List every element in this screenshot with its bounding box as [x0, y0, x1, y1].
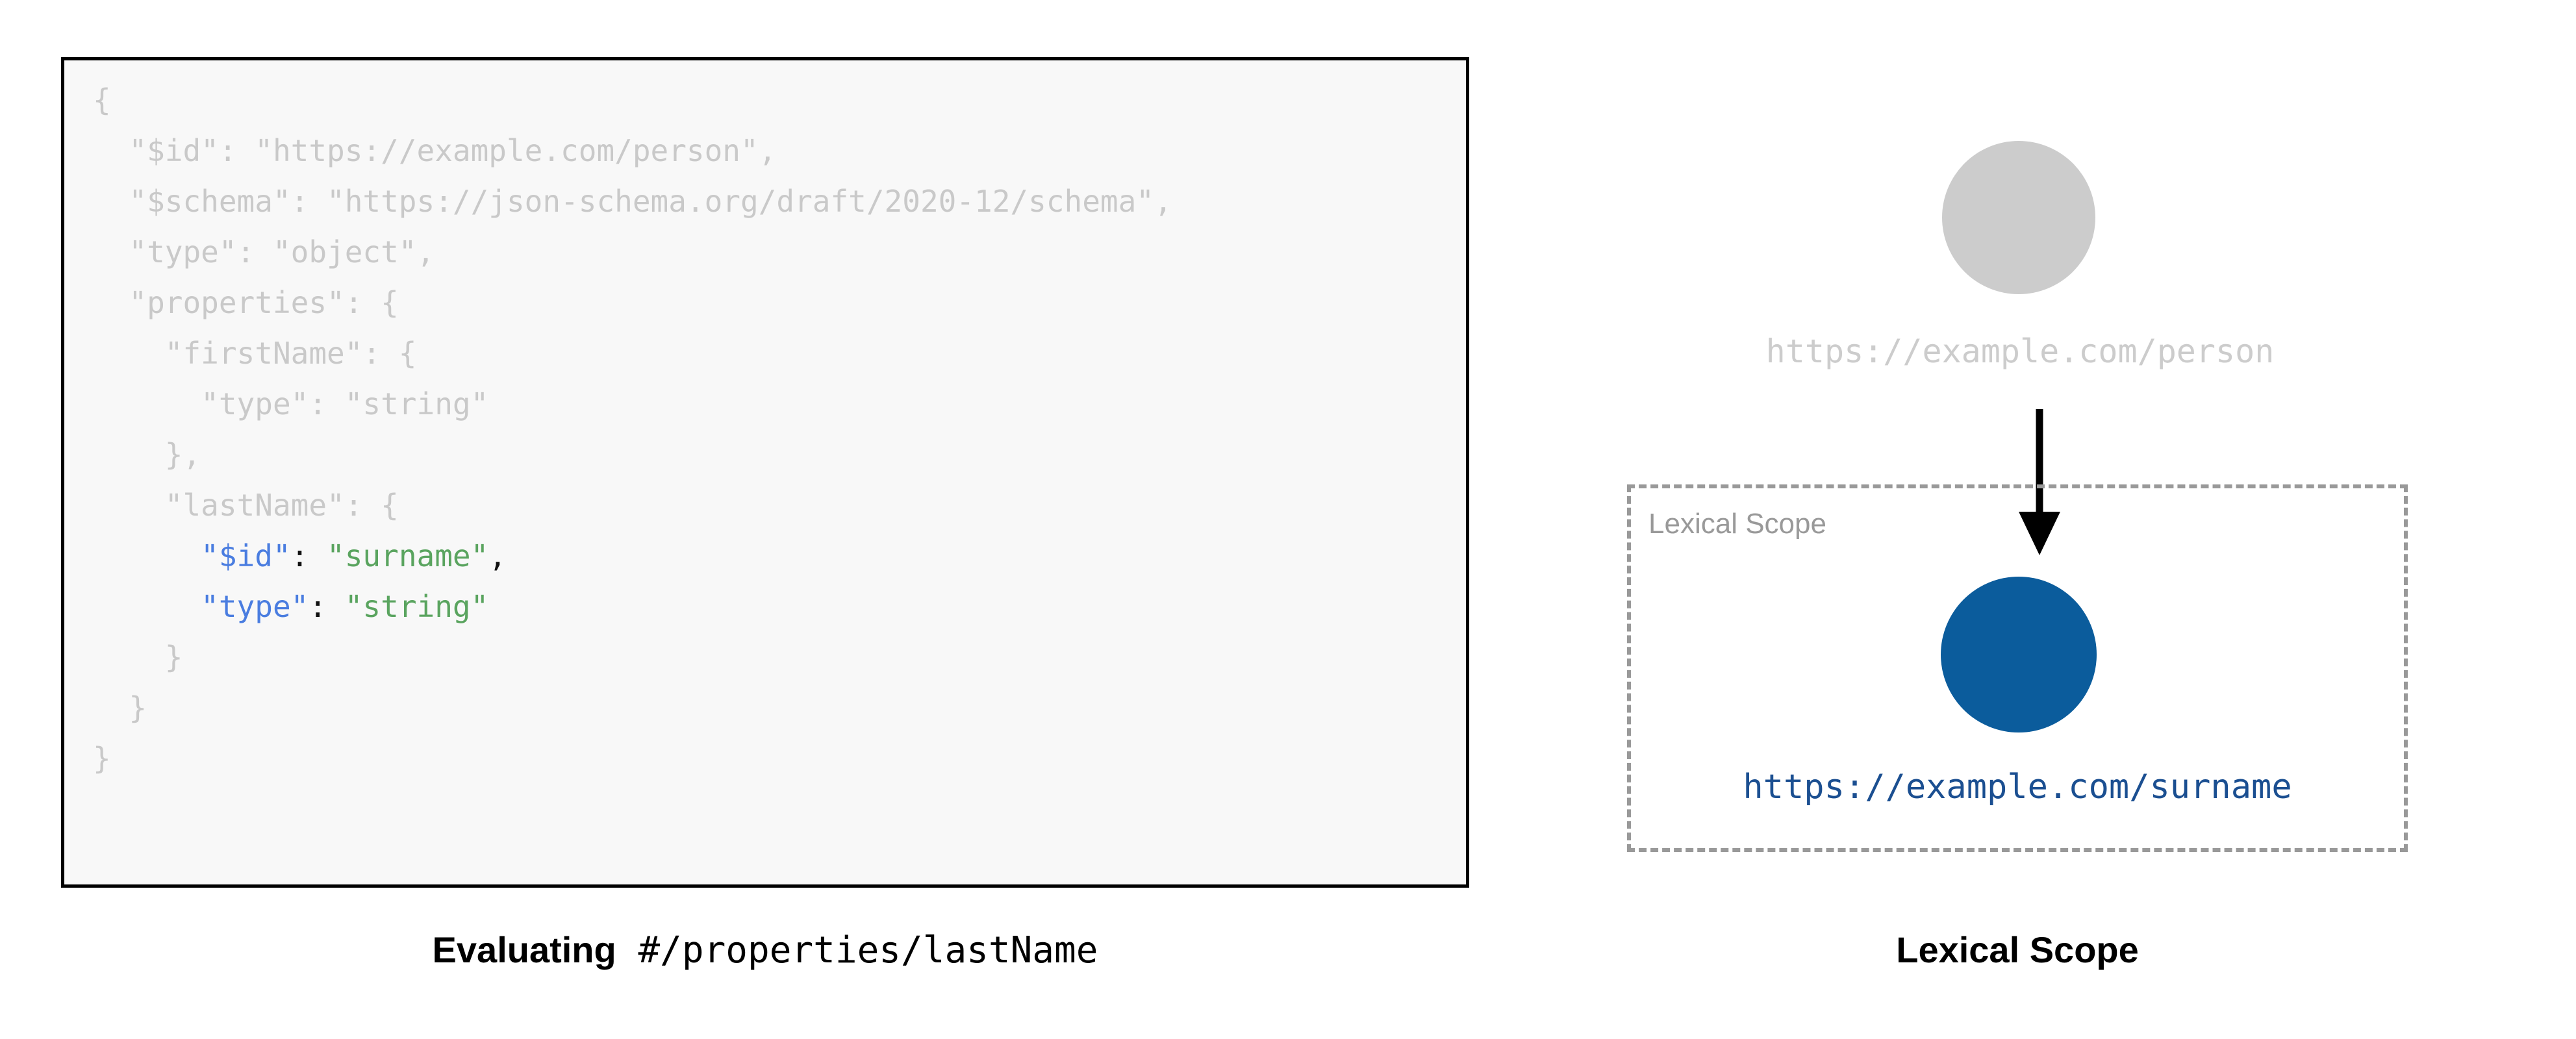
json-schema-code-listing: { "$id": "https://example.com/person", "… — [93, 75, 1172, 784]
code-indent — [93, 538, 201, 573]
code-text-dimmed: "firstName": { — [93, 336, 417, 371]
code-line: } — [93, 682, 1172, 733]
code-line: "$id": "https://example.com/person", — [93, 125, 1172, 176]
json-schema-code-box: { "$id": "https://example.com/person", "… — [61, 57, 1469, 888]
code-text-dimmed: "$id": "https://example.com/person", — [93, 133, 777, 168]
code-text-dimmed: } — [93, 640, 183, 675]
code-line: "$schema": "https://json-schema.org/draf… — [93, 176, 1172, 227]
outer-schema-node-label: https://example.com/person — [1765, 332, 2275, 370]
lexical-scope-box-title: Lexical Scope — [1648, 508, 1826, 540]
code-value: "surname" — [327, 538, 489, 573]
code-text-dimmed: "$schema": "https://json-schema.org/draf… — [93, 184, 1172, 219]
code-line: "type": "string" — [93, 581, 1172, 632]
code-line: "properties": { — [93, 277, 1172, 328]
left-caption-mono: #/properties/lastName — [638, 929, 1098, 971]
code-example-panel: { "$id": "https://example.com/person", "… — [61, 57, 1469, 971]
code-separator: : — [290, 538, 327, 573]
downward-arrow-icon — [2019, 409, 2060, 555]
code-line: "$id": "surname", — [93, 531, 1172, 581]
right-caption: Lexical Scope — [1896, 929, 2139, 970]
left-caption-pointer — [616, 929, 638, 971]
code-separator: : — [309, 589, 345, 624]
code-trailing-comma: , — [488, 538, 507, 573]
code-value: "string" — [344, 589, 489, 624]
code-line: } — [93, 733, 1172, 784]
code-line: } — [93, 632, 1172, 682]
left-caption-bold: Evaluating — [432, 929, 616, 970]
code-text-dimmed: "lastName": { — [93, 488, 399, 523]
left-caption: Evaluating #/properties/lastName — [61, 929, 1469, 971]
code-key: "$id" — [201, 538, 291, 573]
code-text-dimmed: "type": "object", — [93, 234, 435, 269]
code-line: "type": "string" — [93, 379, 1172, 429]
code-text-dimmed: { — [93, 82, 111, 118]
code-text-dimmed: }, — [93, 437, 201, 472]
code-text-dimmed: } — [93, 741, 111, 776]
code-line: { — [93, 75, 1172, 125]
code-line: "type": "object", — [93, 227, 1172, 277]
lexical-scope-boundary-box — [1627, 484, 2408, 852]
code-text-dimmed: "type": "string" — [93, 386, 489, 421]
code-text-dimmed: "properties": { — [93, 285, 399, 320]
code-text-dimmed: } — [93, 690, 147, 725]
inner-schema-node-circle — [1941, 577, 2097, 732]
code-line: "firstName": { — [93, 328, 1172, 379]
code-key: "type" — [201, 589, 309, 624]
outer-schema-node-circle — [1942, 141, 2095, 294]
inner-schema-node-label: https://example.com/surname — [1743, 768, 2292, 807]
code-indent — [93, 589, 201, 624]
code-line: "lastName": { — [93, 480, 1172, 531]
code-line: }, — [93, 429, 1172, 480]
lexical-scope-diagram-panel: https://example.com/person Lexical Scope… — [1533, 0, 2576, 1039]
